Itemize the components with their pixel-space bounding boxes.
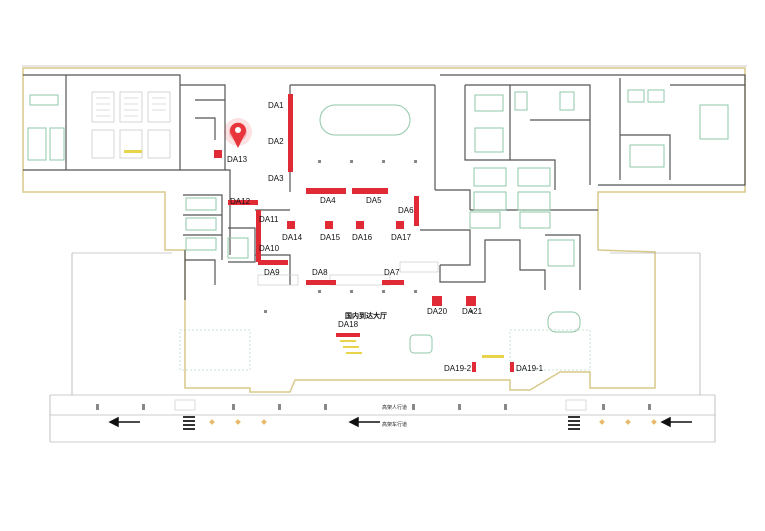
marker-da4[interactable] — [306, 188, 346, 194]
marker-da18[interactable] — [336, 333, 360, 337]
marker-da8[interactable] — [306, 280, 336, 285]
marker-da13[interactable] — [214, 150, 222, 158]
marker-layer — [214, 94, 514, 372]
marker-label-da13: DA13 — [227, 155, 248, 164]
marker-da5[interactable] — [352, 188, 388, 194]
marker-da19-1[interactable] — [510, 362, 514, 372]
marker-label-da2: DA2 — [268, 137, 284, 146]
marker-label-da11: DA11 — [259, 215, 279, 224]
marker-label-da8: DA8 — [312, 268, 328, 277]
center-walls — [255, 84, 598, 290]
marker-da3[interactable] — [288, 150, 293, 172]
road-diamonds — [209, 419, 657, 425]
green-fixtures — [27, 89, 729, 354]
road-arrows — [108, 416, 692, 428]
walkway-label: 高架人行道 — [382, 404, 407, 411]
marker-label-da10: DA10 — [259, 244, 280, 253]
yellow-accents — [124, 150, 504, 358]
marker-da20[interactable] — [432, 296, 442, 306]
marker-da9[interactable] — [258, 260, 288, 265]
seating-areas — [179, 329, 591, 371]
marker-label-da5: DA5 — [366, 196, 382, 205]
crosswalk-stripes — [183, 416, 580, 430]
marker-label-da19-2: DA19-2 — [444, 364, 472, 373]
marker-label-da15: DA15 — [320, 233, 341, 242]
marker-label-da9: DA9 — [264, 268, 280, 277]
marker-label-da3: DA3 — [268, 174, 284, 183]
marker-label-da7: DA7 — [384, 268, 400, 277]
marker-label-da19-1: DA19-1 — [516, 364, 544, 373]
marker-da12[interactable] — [228, 200, 258, 205]
marker-label-da18: DA18 — [338, 320, 359, 329]
arrow-head-icon — [348, 416, 359, 428]
marker-da14[interactable] — [287, 221, 295, 229]
marker-label-da1: DA1 — [268, 101, 284, 110]
marker-da7[interactable] — [382, 280, 404, 285]
marker-da21[interactable] — [466, 296, 476, 306]
marker-label-da17: DA17 — [391, 233, 412, 242]
marker-da17[interactable] — [396, 221, 404, 229]
marker-da15[interactable] — [325, 221, 333, 229]
marker-label-da14: DA14 — [282, 233, 303, 242]
marker-label-da4: DA4 — [320, 196, 336, 205]
left-wing-furniture — [91, 91, 171, 159]
location-pin-icon[interactable] — [224, 118, 252, 148]
marker-da6[interactable] — [414, 196, 419, 226]
marker-label-da12: DA12 — [230, 197, 251, 206]
marker-da10[interactable] — [256, 232, 261, 262]
marker-da19-2[interactable] — [472, 362, 476, 372]
marker-label-da20: DA20 — [427, 307, 448, 316]
left-wing-walls — [23, 74, 290, 300]
marker-da11[interactable] — [256, 210, 261, 232]
marker-da16[interactable] — [356, 221, 364, 229]
building-outline — [22, 67, 746, 393]
pillars — [96, 160, 651, 410]
road-label: 高架车行道 — [382, 421, 407, 428]
right-wing-walls — [440, 74, 746, 190]
marker-label-da6: DA6 — [398, 206, 414, 215]
arrow-head-icon — [108, 416, 119, 428]
hall-label: 国内到达大厅 — [345, 311, 387, 320]
marker-label-da16: DA16 — [352, 233, 373, 242]
outer-thin-lines — [22, 65, 747, 443]
marker-da2[interactable] — [288, 124, 293, 150]
marker-da1[interactable] — [288, 94, 293, 124]
marker-label-da21: DA21 — [462, 307, 483, 316]
arrow-head-icon — [660, 416, 671, 428]
